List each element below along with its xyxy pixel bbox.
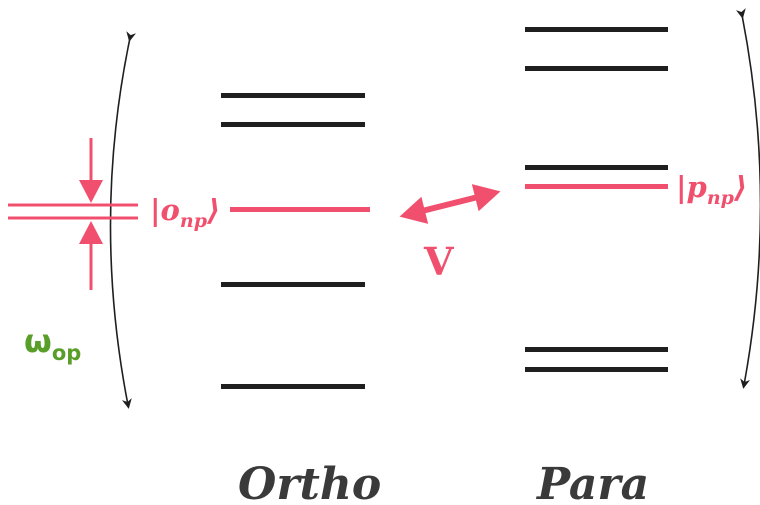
down-arrow-icon <box>79 180 103 203</box>
para-ket-label: |pnp⟩ <box>676 170 747 209</box>
ortho-ket-label: |onp⟩ <box>150 193 220 232</box>
ortho-energy-range-bracket-icon <box>109 31 137 409</box>
level-splitting-indicator <box>8 138 138 290</box>
ortho-label: Ortho <box>238 459 381 505</box>
para-level <box>525 367 668 372</box>
para-levels <box>525 27 668 372</box>
ortho-levels <box>221 93 370 389</box>
para-energy-range-bracket-icon <box>735 8 760 389</box>
up-arrow-icon <box>79 221 103 244</box>
para-level <box>525 165 668 170</box>
omega-op-label: ωop <box>24 322 81 365</box>
para-np-level <box>525 184 668 189</box>
ortho-level <box>221 122 365 127</box>
ortho-np-level <box>230 207 370 212</box>
ortho-level <box>221 93 365 98</box>
para-level <box>525 66 668 71</box>
ortho-level <box>221 282 365 287</box>
coupling-double-arrow-icon <box>399 184 501 224</box>
coupling-label: V <box>423 239 455 284</box>
ortho-level <box>221 384 365 389</box>
para-label: Para <box>535 459 649 505</box>
para-level <box>525 27 668 32</box>
para-level <box>525 347 668 352</box>
